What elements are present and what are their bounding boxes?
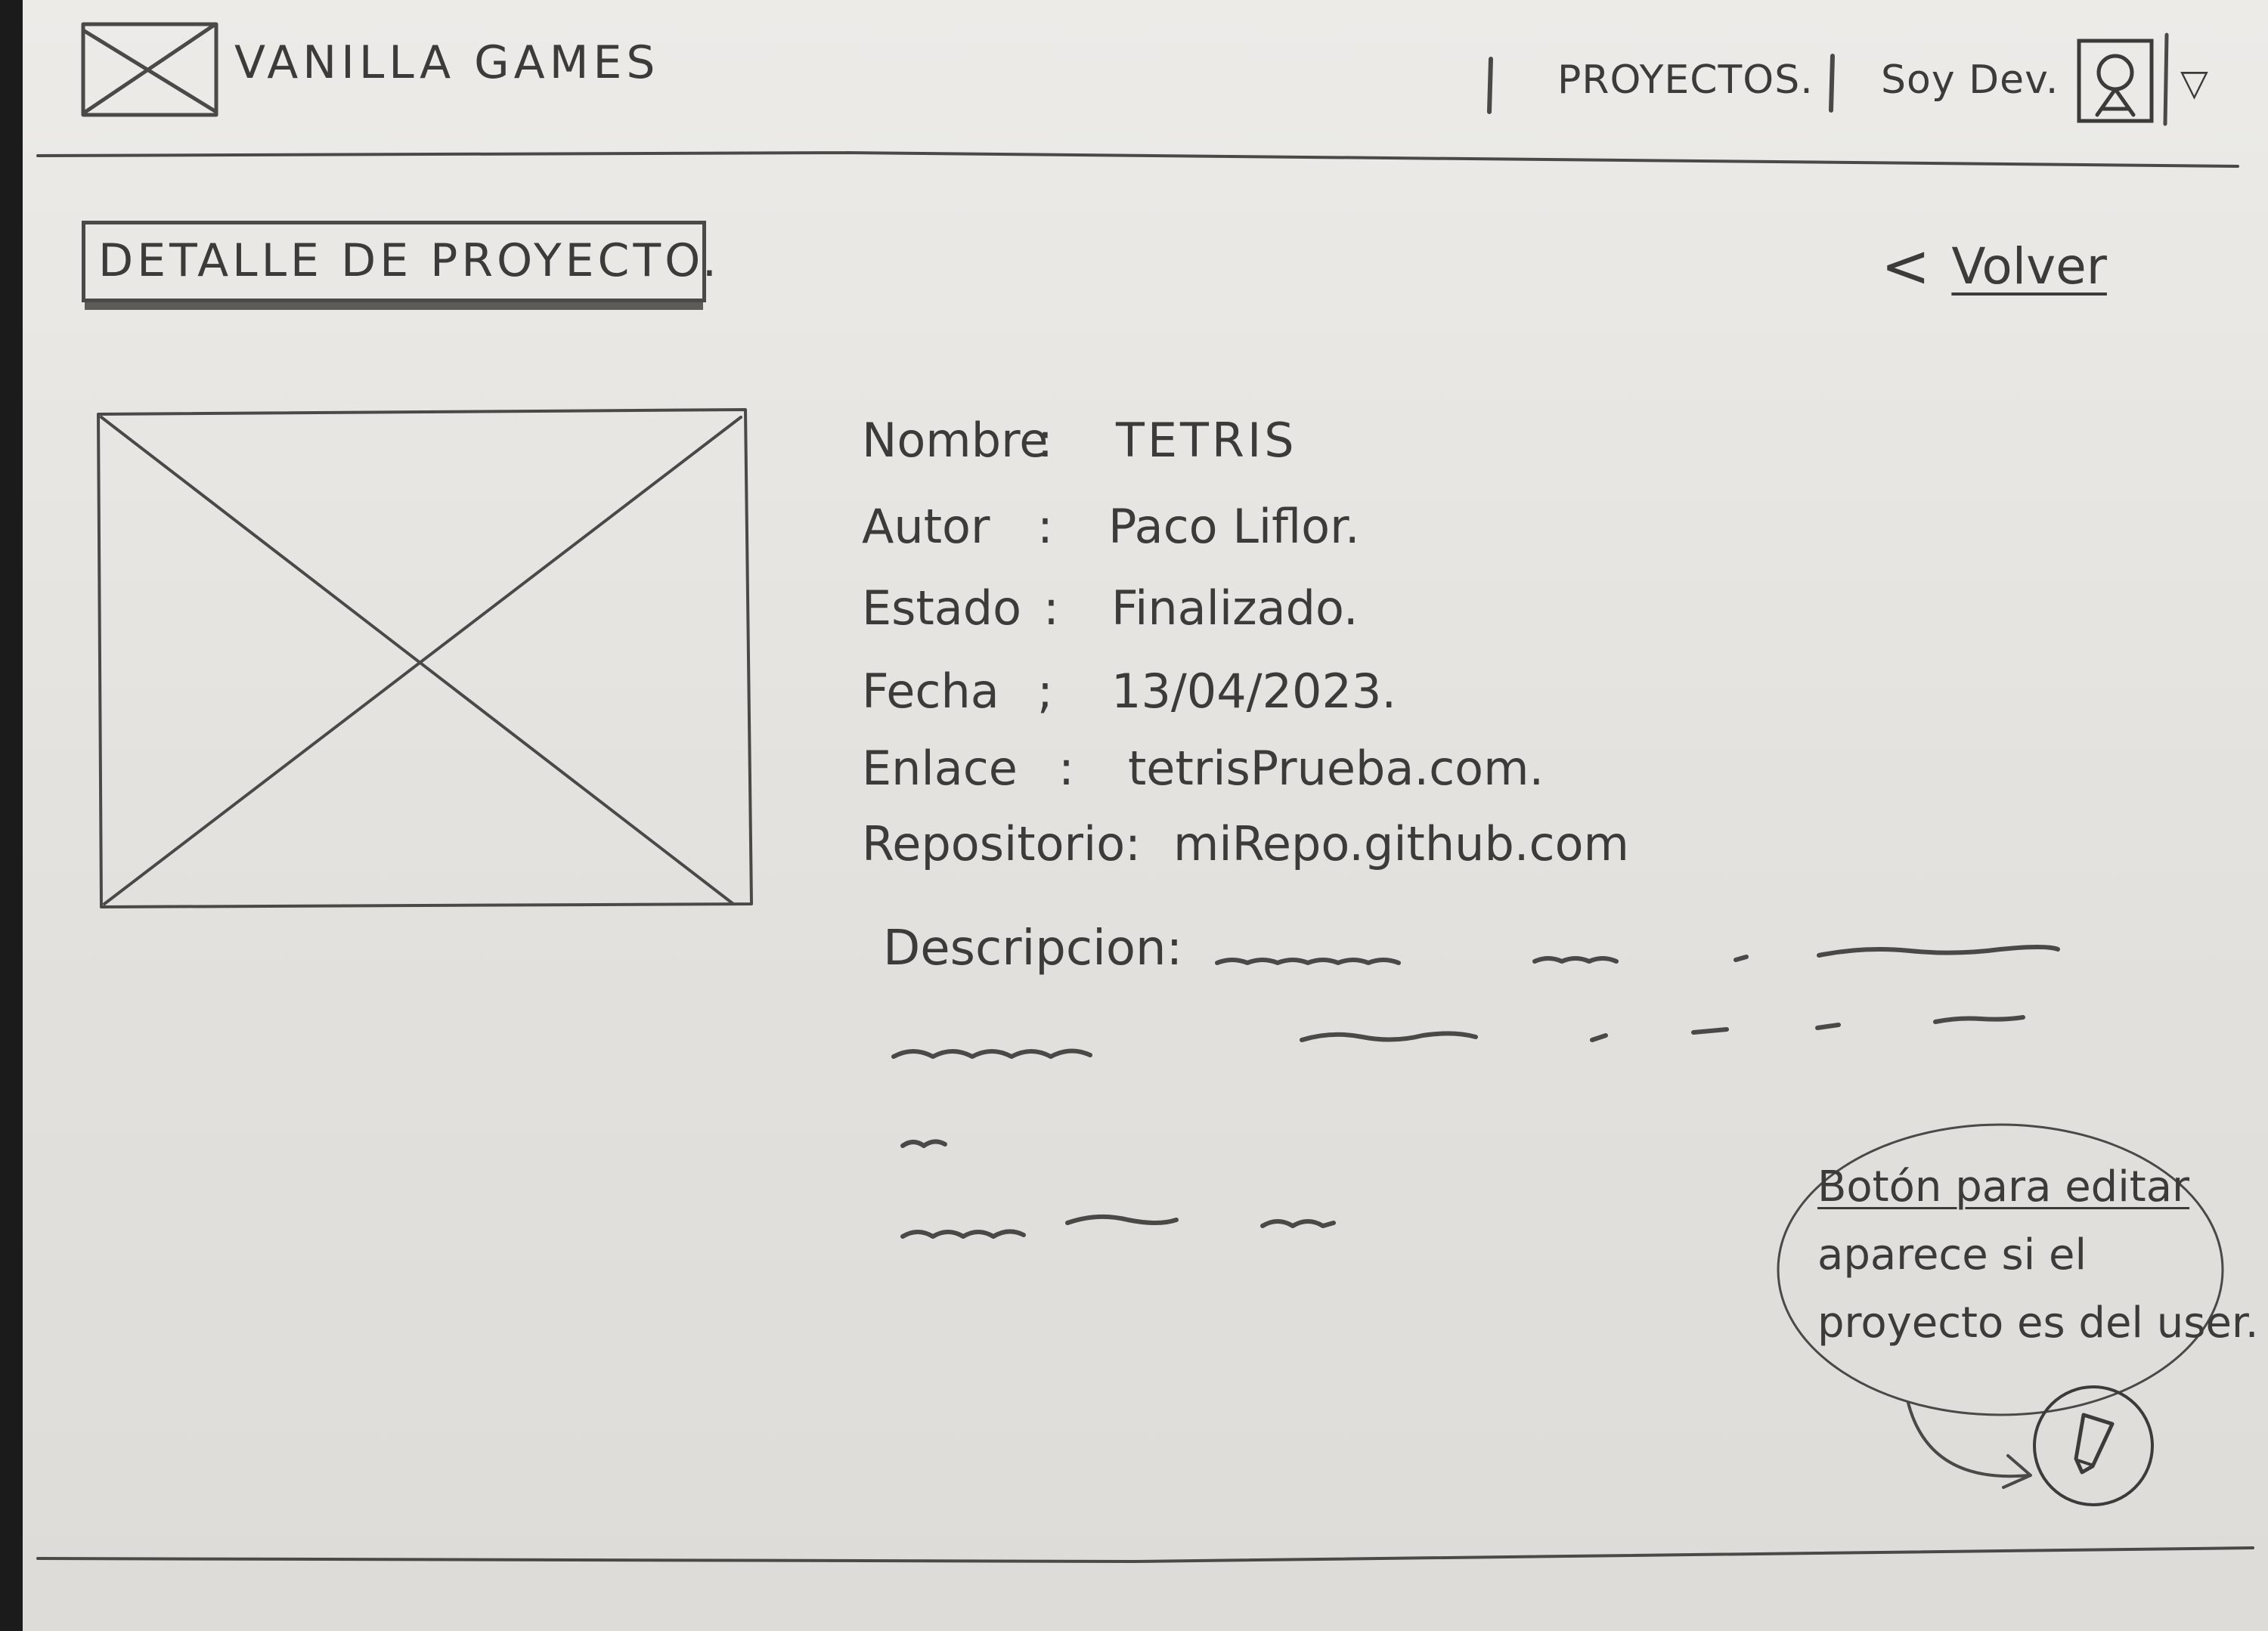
user-avatar-icon[interactable] [2074, 36, 2158, 125]
field-value-fecha: 13/04/2023. [1111, 664, 1397, 719]
description-label: Descripcion: [883, 921, 1183, 976]
description-scribbles [891, 945, 2060, 1239]
back-link[interactable]: < Volver [1881, 233, 2107, 301]
field-colon: : [1125, 816, 1141, 871]
nav-link-projects[interactable]: PROYECTOS. [1557, 57, 1814, 103]
annotation-note: Botón para editar aparece si el proyecto… [1817, 1153, 2259, 1357]
chevron-left-icon: < [1881, 233, 1931, 301]
image-placeholder-icon [97, 408, 753, 908]
header-divider [36, 151, 2239, 168]
nav-link-soy-dev[interactable]: Soy Dev. [1881, 57, 2059, 103]
field-label-fecha: Fecha [862, 664, 999, 719]
field-colon: : [1043, 580, 1059, 636]
avatar-separator [2163, 32, 2169, 126]
field-label-autor: Autor [862, 499, 990, 554]
annotation-line: Botón para editar [1817, 1162, 2190, 1212]
brand-name[interactable]: VANILLA GAMES [234, 36, 660, 89]
footer-divider [36, 1546, 2254, 1563]
nav-separator [1829, 54, 1835, 113]
field-label-estado: Estado [862, 580, 1022, 636]
field-value-enlace[interactable]: tetrisPrueba.com. [1128, 741, 1545, 796]
annotation-line: aparece si el [1817, 1230, 2087, 1280]
page-title-box [82, 221, 706, 302]
pencil-icon [2033, 1385, 2154, 1506]
field-value-nombre: TETRIS [1116, 413, 1297, 468]
field-colon: : [1037, 499, 1053, 554]
field-value-estado: Finalizado. [1111, 580, 1359, 636]
logo-icon [81, 22, 218, 117]
field-colon: ; [1037, 664, 1053, 719]
caret-down-icon[interactable]: ▽ [2180, 62, 2208, 104]
field-label-enlace: Enlace [862, 741, 1018, 796]
page-title: DETALLE DE PROYECTO. [98, 234, 720, 287]
field-colon: : [1058, 741, 1074, 796]
field-label-repositorio: Repositorio [862, 816, 1126, 871]
nav-separator [1487, 57, 1493, 114]
edit-project-button[interactable] [2031, 1383, 2156, 1509]
annotation-arrow [1907, 1401, 2032, 1489]
field-label-nombre: Nombre [862, 413, 1049, 468]
sketch-paper [23, 0, 2268, 1631]
field-colon: : [1037, 413, 1053, 468]
field-value-autor: Paco Liflor. [1108, 499, 1360, 554]
field-value-repositorio[interactable]: miRepo.github.com [1173, 816, 1629, 871]
back-link-label: Volver [1951, 237, 2107, 296]
annotation-line: proyecto es del user. [1817, 1298, 2259, 1348]
annotation-bubble [1777, 1123, 2224, 1416]
